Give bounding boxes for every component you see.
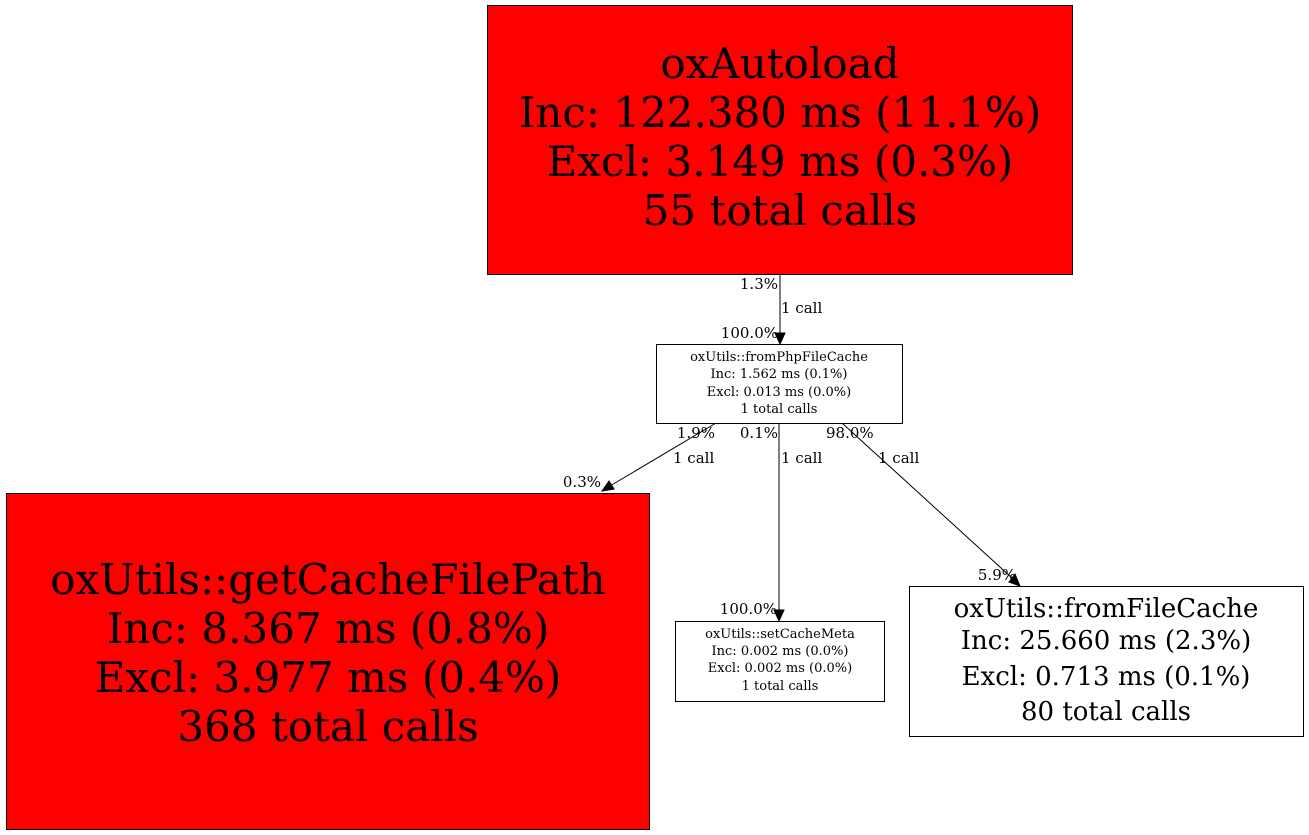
node-fromphpfilecache[interactable]: oxUtils::fromPhpFileCache Inc: 1.562 ms … [656, 344, 903, 424]
arrowhead-icon [600, 480, 615, 492]
node-total-calls: 80 total calls [1021, 697, 1191, 727]
node-function-name: oxUtils::fromFileCache [954, 594, 1259, 624]
edge-tail-percent: 98.0% [826, 424, 874, 442]
edge-call-count: 1 call [673, 449, 714, 467]
node-total-calls: 55 total calls [643, 186, 918, 235]
edge-fromphpfilecache-to-setcachemeta[interactable]: 0.1% 1 call 100.0% [720, 423, 823, 623]
edge-line [841, 422, 1013, 579]
node-exclusive-time: Excl: 0.713 ms (0.1%) [962, 662, 1251, 692]
node-function-name: oxUtils::getCacheFilePath [50, 555, 605, 604]
edge-tail-percent: 0.1% [740, 424, 778, 442]
edge-line [609, 422, 717, 487]
edge-autoload-to-fromphpfilecache[interactable]: 1.3% 1 call 100.0% [721, 275, 823, 346]
edge-fromphpfilecache-to-fromfilecache[interactable]: 98.0% 1 call 5.9% [826, 422, 1021, 587]
node-function-name: oxUtils::setCacheMeta [705, 627, 855, 642]
node-function-name: oxAutoload [660, 39, 899, 88]
node-exclusive-time: Excl: 3.977 ms (0.4%) [95, 653, 562, 702]
node-box [909, 586, 1304, 737]
node-inclusive-time: Inc: 1.562 ms (0.1%) [711, 367, 848, 382]
node-oxautoload[interactable]: oxAutoload Inc: 122.380 ms (11.1%) Excl:… [487, 5, 1073, 275]
arrowhead-icon [1008, 573, 1021, 587]
arrowhead-icon [774, 332, 786, 346]
arrowhead-icon [773, 609, 785, 623]
edge-head-percent: 100.0% [720, 600, 777, 618]
edge-call-count: 1 call [781, 449, 822, 467]
node-total-calls: 1 total calls [741, 402, 818, 417]
edge-call-count: 1 call [878, 449, 919, 467]
node-function-name: oxUtils::fromPhpFileCache [690, 350, 868, 365]
edge-head-percent: 100.0% [721, 324, 778, 342]
node-total-calls: 1 total calls [742, 679, 819, 694]
node-getcachefilepath[interactable]: oxUtils::getCacheFilePath Inc: 8.367 ms … [6, 493, 650, 830]
edge-head-percent: 5.9% [978, 566, 1016, 584]
edge-tail-percent: 1.3% [740, 275, 778, 293]
edge-fromphpfilecache-to-getcachefilepath[interactable]: 1.9% 1 call 0.3% [563, 422, 717, 492]
edge-tail-percent: 1.9% [677, 424, 715, 442]
node-box [6, 493, 650, 830]
node-exclusive-time: Excl: 0.013 ms (0.0%) [707, 385, 851, 400]
node-exclusive-time: Excl: 3.149 ms (0.3%) [547, 137, 1014, 186]
node-exclusive-time: Excl: 0.002 ms (0.0%) [708, 661, 852, 676]
node-inclusive-time: Inc: 0.002 ms (0.0%) [712, 644, 849, 659]
node-box [656, 344, 903, 424]
node-fromfilecache[interactable]: oxUtils::fromFileCache Inc: 25.660 ms (2… [909, 586, 1304, 737]
node-inclusive-time: Inc: 25.660 ms (2.3%) [961, 626, 1251, 656]
edge-call-count: 1 call [781, 299, 822, 317]
node-inclusive-time: Inc: 8.367 ms (0.8%) [107, 604, 549, 653]
node-box [487, 5, 1073, 275]
node-setcachemeta[interactable]: oxUtils::setCacheMeta Inc: 0.002 ms (0.0… [675, 621, 885, 702]
node-inclusive-time: Inc: 122.380 ms (11.1%) [519, 88, 1042, 137]
edge-head-percent: 0.3% [563, 473, 601, 491]
node-box [675, 621, 885, 702]
node-total-calls: 368 total calls [177, 702, 478, 751]
